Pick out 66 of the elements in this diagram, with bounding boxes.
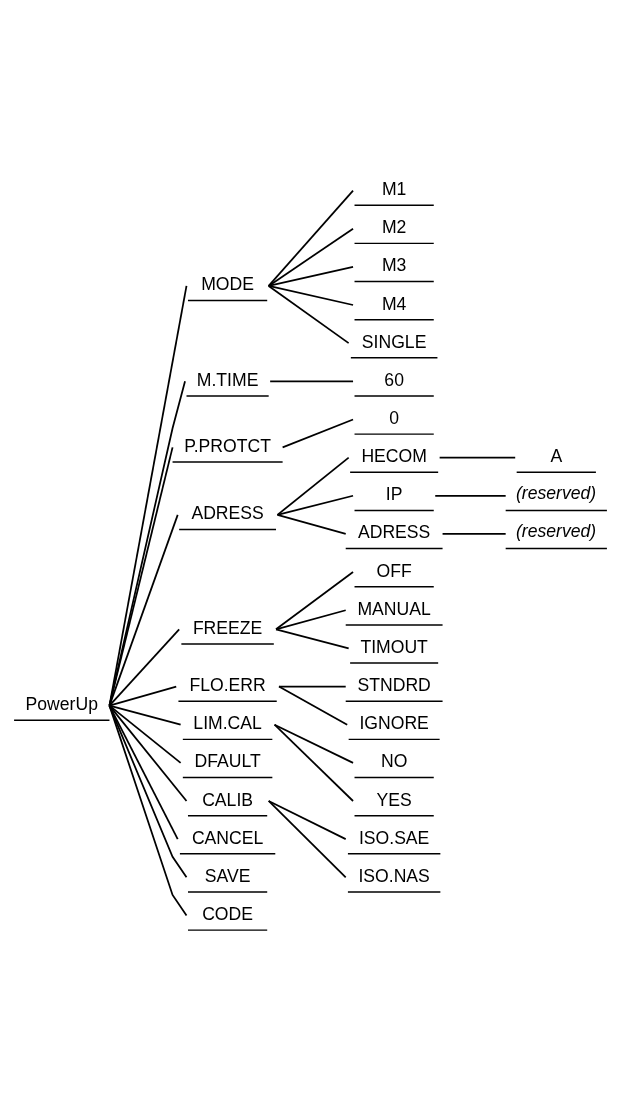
connector	[276, 513, 347, 535]
connector	[267, 799, 347, 878]
node-text: M4	[381, 293, 407, 314]
node-text: ADRESS	[191, 502, 264, 523]
node-text: M1	[381, 178, 407, 199]
node-text: CANCEL	[191, 827, 264, 848]
connector	[267, 284, 354, 306]
node-text: M3	[381, 254, 407, 275]
node-text: MODE	[201, 273, 254, 294]
node-text: HECOM	[361, 445, 427, 466]
connector	[267, 799, 347, 840]
connector	[438, 456, 517, 458]
connector	[276, 456, 350, 516]
connector	[276, 494, 354, 516]
connector	[108, 685, 178, 706]
connector	[108, 704, 188, 802]
connector	[434, 494, 507, 497]
node-text: ISO.NAS	[358, 865, 430, 886]
connector	[267, 227, 354, 287]
connector	[275, 627, 350, 649]
connector	[267, 189, 354, 287]
connector	[278, 685, 347, 687]
connector	[441, 532, 507, 535]
node-text: SAVE	[204, 865, 251, 886]
connector	[108, 704, 182, 726]
connector	[281, 418, 354, 448]
node-text: STNDRD	[357, 674, 431, 695]
node-text: (reserved)	[515, 520, 597, 541]
node-text: NO	[380, 750, 408, 771]
node-text: (reserved)	[515, 482, 597, 503]
connector	[108, 704, 188, 916]
node-text: PowerUp	[25, 693, 98, 714]
connector	[108, 704, 182, 764]
node-text: FLO.ERR	[189, 674, 266, 695]
node-text: YES	[376, 789, 412, 810]
node-text: M.TIME	[196, 369, 259, 390]
node-text: MANUAL	[357, 598, 431, 619]
connector	[267, 284, 350, 344]
node-text: DFAULT	[194, 750, 261, 771]
node-text: ISO.SAE	[358, 827, 430, 848]
node-text: LIM.CAL	[193, 712, 262, 733]
node-text: CALIB	[202, 789, 254, 810]
node-text: 60	[384, 369, 404, 390]
node-text: IGNORE	[359, 712, 429, 733]
node-text: ADRESS	[357, 521, 431, 542]
connector	[108, 627, 181, 706]
connector	[108, 704, 188, 878]
node-text: FREEZE	[192, 617, 263, 638]
node-text: P.PROTCT	[184, 435, 271, 456]
node-text: OFF	[376, 560, 412, 581]
connector	[275, 570, 354, 630]
connector	[108, 445, 174, 706]
node-text: 0	[389, 407, 400, 428]
connector	[108, 379, 186, 706]
node-text: A	[550, 445, 563, 466]
node-text: IP	[385, 483, 403, 504]
connector	[273, 723, 354, 802]
node-text: CODE	[202, 903, 254, 924]
node-text: TIMOUT	[360, 636, 428, 657]
connector	[275, 608, 347, 630]
connector	[108, 513, 179, 706]
connector	[269, 379, 354, 382]
node-text: SINGLE	[361, 331, 427, 352]
connector	[278, 685, 349, 726]
node-text: M2	[381, 216, 407, 237]
connector	[108, 284, 188, 706]
